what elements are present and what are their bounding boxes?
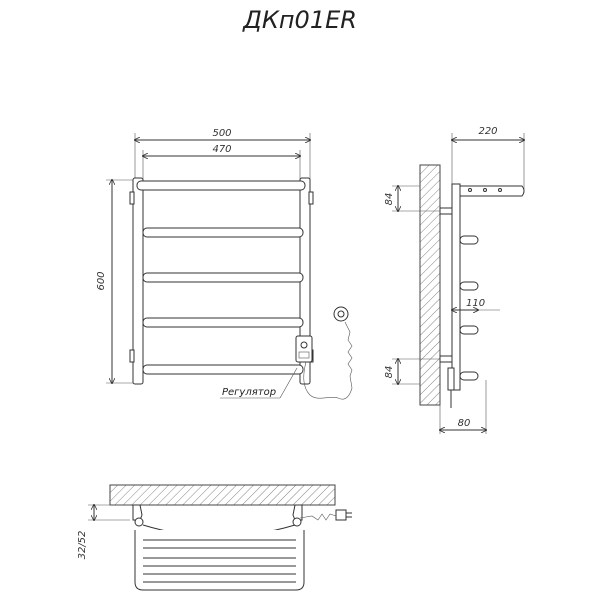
dim-inner-width: 470 — [212, 144, 231, 155]
top-plug — [335, 509, 347, 521]
power-plug — [333, 306, 349, 322]
crossbar-1 — [136, 180, 306, 191]
side-bar-5 — [459, 371, 479, 381]
top-cable — [299, 513, 337, 521]
top-mount-left — [134, 517, 144, 527]
crossbar-5 — [142, 364, 304, 375]
regulator-unit — [295, 335, 313, 363]
regulator-display — [298, 351, 310, 359]
side-wall — [419, 164, 441, 406]
mount-left-top — [129, 191, 135, 205]
top-bracket-left — [132, 504, 143, 521]
top-wall — [109, 484, 336, 506]
dim-height: 600 — [96, 271, 107, 290]
side-bar-2 — [459, 235, 479, 245]
side-bracket-top — [439, 207, 453, 215]
left-rail — [132, 177, 144, 385]
dim-mid-shelf: 110 — [466, 298, 485, 309]
side-bar-4 — [459, 325, 479, 335]
regulator-leader — [279, 367, 298, 399]
top-mount-right — [292, 517, 302, 527]
dim-bottom-offset: 84 — [384, 366, 395, 379]
regulator-knob — [300, 341, 308, 349]
crossbar-2 — [142, 227, 304, 238]
side-bracket-bottom — [439, 355, 453, 363]
top-shelf-frame — [134, 530, 305, 591]
side-bar-3 — [459, 281, 479, 291]
shelf-hole-1 — [468, 188, 472, 192]
mount-left-bottom — [129, 349, 135, 363]
dim-top-offset: 84 — [384, 193, 395, 206]
crossbar-4 — [142, 317, 304, 328]
power-plug-inner — [337, 310, 345, 318]
side-rail — [451, 183, 461, 391]
side-view: 220 84 84 110 — [384, 126, 524, 434]
regulator-label: Регулятор — [222, 387, 276, 398]
shelf-hole-3 — [498, 188, 502, 192]
side-top-shelf — [459, 185, 525, 197]
dim-outer-width: 500 — [212, 128, 231, 139]
dim-depth: 220 — [478, 126, 497, 137]
crossbar-3 — [142, 272, 304, 283]
drawing-title: ДКп01ER — [243, 6, 357, 34]
dim-wall-gap: 32/52 — [77, 531, 88, 560]
dim-bottom-depth: 80 — [458, 418, 471, 429]
side-regulator — [447, 367, 455, 391]
front-view: 500 470 600 Регулятор — [96, 128, 353, 400]
mount-right-top — [308, 191, 314, 205]
top-view: 32/52 — [77, 484, 352, 591]
shelf-hole-2 — [483, 188, 487, 192]
power-cable — [303, 321, 353, 400]
